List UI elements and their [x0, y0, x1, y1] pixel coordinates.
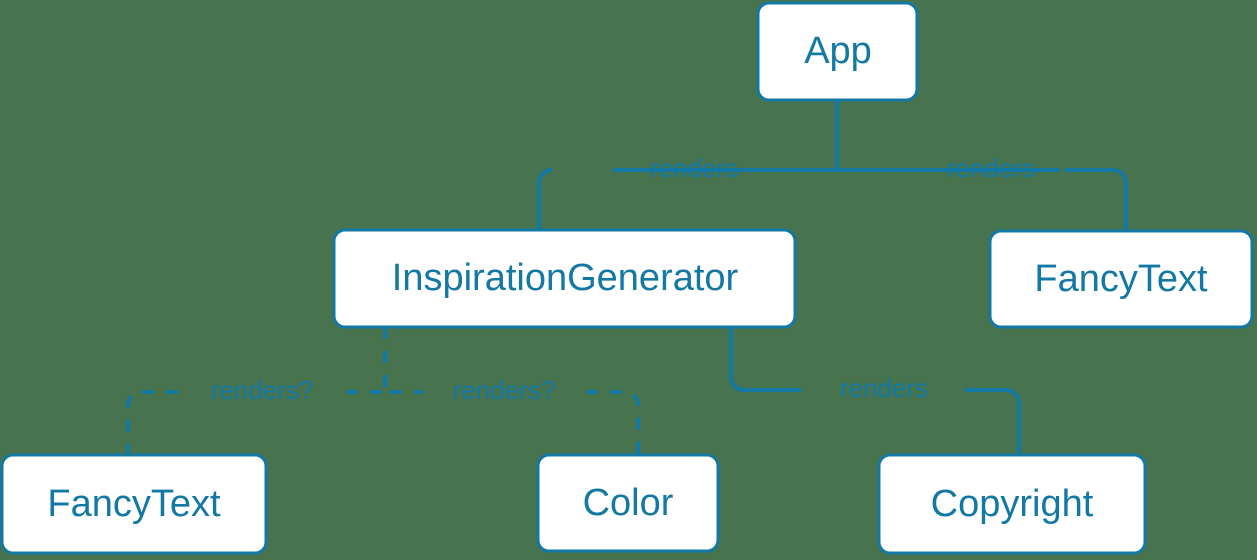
node-app[interactable]: App	[756, 1, 919, 102]
node-color-box[interactable]	[536, 453, 720, 553]
node-fancytext-bottom[interactable]: FancyText	[0, 453, 268, 555]
node-fancytext-top-box[interactable]	[988, 229, 1254, 329]
node-app-label: App	[804, 30, 872, 72]
node-color[interactable]: Color	[536, 453, 720, 553]
edge-ig-to-color-elbow	[586, 390, 640, 455]
node-copyright[interactable]: Copyright	[877, 453, 1147, 555]
node-copyright-box[interactable]	[877, 453, 1147, 555]
edge-label-app-to-fancytext: renders	[947, 153, 1035, 183]
edge-ig-to-copyright-path	[729, 327, 801, 392]
node-inspiration-generator-label: InspirationGenerator	[392, 257, 739, 299]
node-fancytext-top[interactable]: FancyText	[988, 229, 1254, 329]
edge-label-ig-to-fancytext: renders?	[211, 375, 314, 405]
node-copyright-label: Copyright	[931, 483, 1094, 525]
edge-ig-to-color	[390, 390, 640, 455]
node-fancytext-top-label: FancyText	[1034, 258, 1208, 300]
edge-ig-to-copyright	[729, 327, 1021, 455]
edge-app-to-fancytext-elbow	[1065, 168, 1128, 231]
node-inspiration-generator[interactable]: InspirationGenerator	[332, 228, 797, 329]
node-app-box[interactable]	[756, 1, 919, 102]
edge-app-to-fancytext	[837, 168, 1128, 231]
node-color-label: Color	[583, 482, 674, 524]
edge-label-ig-to-color: renders?	[453, 375, 556, 405]
edge-ig-to-fancytext-elbow	[126, 390, 178, 455]
node-fancytext-bottom-box[interactable]	[0, 453, 268, 555]
node-inspiration-generator-box[interactable]	[332, 228, 797, 329]
edge-ig-to-copyright-elbow	[965, 388, 1021, 455]
edge-app-to-inspiration-elbow	[537, 168, 553, 231]
edge-ig-to-fancytext	[126, 327, 387, 455]
edge-label-app-to-inspiration: renders	[650, 153, 738, 183]
edge-label-ig-to-copyright: renders	[840, 373, 928, 403]
node-fancytext-bottom-label: FancyText	[47, 483, 221, 525]
